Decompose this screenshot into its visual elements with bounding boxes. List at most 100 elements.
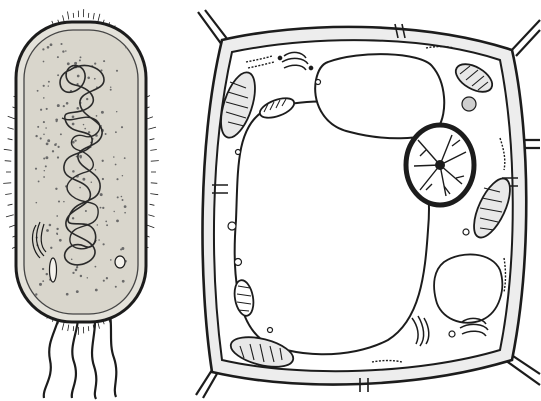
ribosome	[101, 111, 104, 114]
ribosome	[125, 47, 126, 48]
ribosome	[57, 104, 60, 107]
pilus	[8, 204, 13, 205]
ribosome	[65, 50, 67, 52]
ribosome	[113, 156, 115, 158]
ribosome	[103, 243, 105, 245]
ribosome	[100, 207, 102, 209]
pilus	[3, 183, 11, 184]
ribosome	[76, 290, 79, 293]
ribosome	[43, 158, 45, 160]
ribosome	[103, 60, 105, 62]
ribosome	[124, 212, 126, 214]
ribosome	[46, 229, 49, 232]
vacuole	[434, 254, 502, 322]
ribosome	[103, 280, 105, 282]
ribosome	[98, 239, 100, 241]
pilus	[150, 204, 155, 205]
plant-cell-panel	[196, 10, 540, 398]
ribosome	[57, 56, 59, 58]
ribosome	[97, 224, 98, 225]
ribosome	[43, 61, 45, 63]
ribosome	[36, 202, 38, 204]
pilus	[9, 225, 15, 227]
ribosome	[80, 275, 82, 277]
pilus	[4, 149, 12, 150]
ribosome	[95, 289, 98, 292]
ribosome	[122, 175, 123, 176]
ribosome	[63, 201, 65, 203]
ribosome	[40, 109, 42, 111]
pilus	[150, 194, 158, 195]
ribosome	[72, 141, 75, 144]
ribosome	[79, 59, 81, 61]
ribosome	[80, 156, 82, 158]
ribosome	[45, 165, 47, 167]
ribosome	[110, 89, 112, 91]
ribosome	[121, 247, 124, 250]
ribosome	[121, 196, 123, 198]
ribosome	[105, 133, 107, 135]
ribosome	[96, 115, 98, 117]
ribosome	[110, 86, 111, 87]
ribosome	[56, 232, 58, 234]
pilus	[98, 14, 100, 22]
pilus	[73, 13, 74, 18]
pilus	[8, 128, 14, 130]
ribosome	[72, 272, 74, 274]
inclusion-granule	[50, 258, 57, 282]
ribosome	[116, 70, 118, 72]
ribosome	[40, 137, 42, 139]
ribosome	[100, 193, 103, 196]
ribosome	[55, 143, 56, 144]
ribosome	[42, 280, 44, 282]
nucleolus	[435, 160, 445, 170]
ribosome	[85, 210, 87, 212]
pilus	[150, 139, 155, 140]
ribosome	[102, 207, 104, 209]
ribosome	[94, 63, 96, 65]
pilus	[151, 183, 158, 184]
ribosome	[48, 81, 50, 83]
ribosome	[115, 286, 117, 288]
ribosome	[122, 280, 125, 283]
ribosome	[76, 107, 79, 110]
ribosome	[37, 90, 39, 92]
pilus	[5, 161, 12, 162]
ribosome	[88, 131, 90, 133]
ribosome	[57, 156, 59, 158]
ribosome	[106, 224, 108, 226]
ribosome	[72, 217, 74, 219]
pilus	[148, 127, 156, 129]
ribosome	[116, 220, 119, 223]
ribosome	[74, 139, 76, 141]
pilus	[63, 15, 65, 21]
pilus	[68, 12, 69, 20]
bacterium-panel	[3, 9, 159, 399]
ribosome	[74, 62, 77, 65]
ribosome	[60, 133, 62, 135]
pilus	[88, 326, 89, 331]
ribosome	[72, 115, 75, 118]
ribosome	[62, 50, 64, 52]
pilus	[151, 161, 159, 162]
ribosome	[49, 224, 52, 227]
pilus	[93, 13, 94, 19]
ribosome	[50, 43, 53, 46]
ribosome	[115, 164, 117, 166]
ribosome	[50, 247, 52, 249]
ribosome	[37, 126, 39, 128]
ribosome	[117, 196, 119, 198]
ribosome	[43, 134, 45, 136]
ribosome	[47, 139, 50, 142]
ribosome	[35, 135, 37, 137]
ribosome	[83, 124, 84, 125]
ribosome	[57, 74, 59, 76]
ribosome	[91, 182, 92, 183]
ribosome	[48, 85, 49, 86]
ribosome	[46, 143, 49, 146]
ribosome	[46, 108, 48, 110]
ribosome	[43, 85, 45, 87]
ribosome	[56, 228, 58, 230]
ribosome	[66, 293, 69, 296]
